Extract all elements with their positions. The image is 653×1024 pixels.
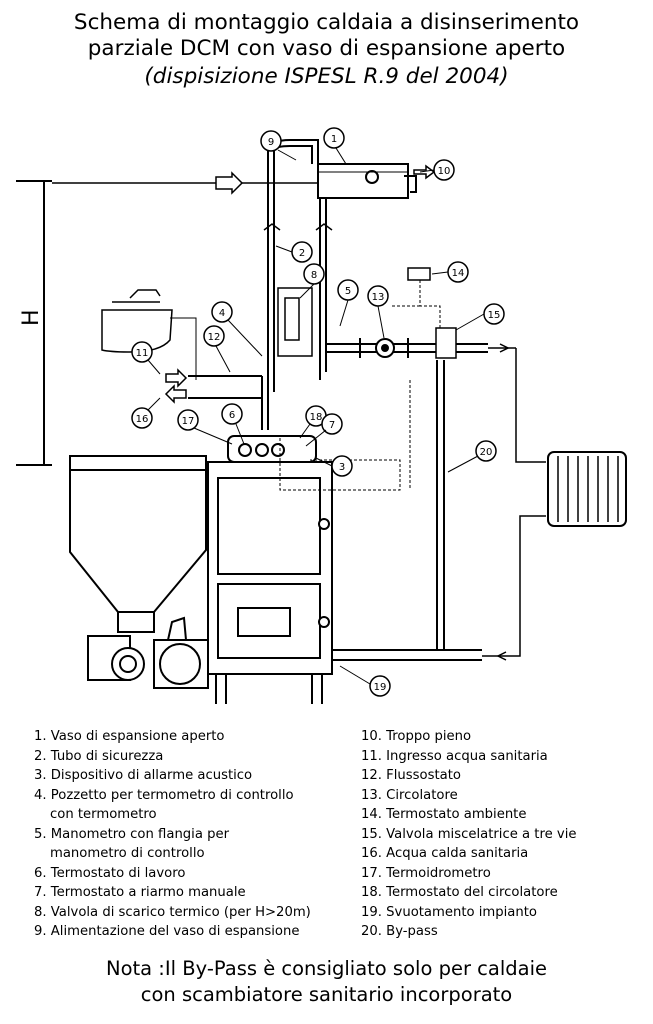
legend-item-7: 7. Termostato a riarmo manuale	[34, 885, 246, 900]
radiator	[547, 451, 627, 527]
legend-item-18: 18. Termostato del circolatore	[361, 885, 558, 900]
callout-17: 17	[182, 416, 195, 427]
callout-18: 18	[310, 412, 323, 423]
callout-14: 14	[452, 268, 465, 279]
callout-1: 1	[331, 134, 337, 145]
legend-item-12: 12. Flussostato	[361, 768, 461, 783]
legend-item-1: 1. Vaso di espansione aperto	[34, 729, 225, 744]
legend-item-15: 15. Valvola miscelatrice a tre vie	[361, 826, 577, 842]
callout-11: 11	[136, 348, 149, 359]
pellet-hopper	[69, 455, 209, 689]
legend-item-4-cont: con termometro	[50, 807, 157, 822]
callout-2: 2	[299, 248, 305, 259]
legend-item-9: 9. Alimentazione del vaso di espansione	[34, 924, 300, 939]
callout-13: 13	[372, 292, 385, 303]
callout-16: 16	[136, 414, 149, 425]
boiler	[207, 435, 333, 704]
callout-4: 4	[219, 308, 225, 319]
legend-item-14: 14. Termostato ambiente	[361, 807, 527, 822]
callout-10: 10	[438, 166, 451, 177]
callout-9: 9	[268, 137, 274, 148]
expansion-tank	[317, 163, 417, 199]
legend-item-8: 8. Valvola di scarico termico (per H>20m…	[34, 904, 311, 920]
legend-item-19: 19. Svuotamento impianto	[361, 904, 537, 920]
callout-7: 7	[329, 420, 335, 431]
diagram-subtitle: (dispisizione ISPESL R.9 del 2004)	[144, 64, 509, 89]
callout-19: 19	[374, 682, 387, 693]
legend-item-2: 2. Tubo di sicurezza	[34, 748, 164, 764]
diagram-title-line-1: Schema di montaggio caldaia a disinserim…	[73, 10, 580, 35]
legend-item-3: 3. Dispositivo di allarme acustico	[34, 768, 253, 783]
callout-8: 8	[311, 270, 317, 281]
callout-20: 20	[480, 447, 493, 458]
callout-12: 12	[208, 332, 221, 343]
legend-item-17: 17. Termoidrometro	[361, 865, 491, 881]
installation-diagram: H	[16, 127, 627, 704]
legend-item-5: 5. Manometro con flangia per	[34, 826, 230, 842]
callout-5: 5	[345, 286, 351, 297]
legend-item-10: 10. Troppo pieno	[361, 729, 472, 744]
diagram-title-line-2: parziale DCM con vaso di espansione aper…	[87, 36, 566, 61]
callout-3: 3	[339, 462, 345, 473]
legend-item-20: 20. By-pass	[361, 924, 438, 939]
legend-item-5-cont: manometro di controllo	[50, 846, 205, 861]
height-indicator	[16, 180, 52, 466]
note-line-1: Nota :Il By-Pass è consigliato solo per …	[106, 957, 547, 980]
legend-item-11: 11. Ingresso acqua sanitaria	[361, 748, 548, 764]
legend-item-13: 13. Circolatore	[361, 787, 458, 803]
legend-left-column: 1. Vaso di espansione aperto 2. Tubo di …	[34, 727, 311, 942]
legend-right-column: 10. Troppo pieno 11. Ingresso acqua sani…	[361, 727, 576, 942]
callout-15: 15	[488, 310, 501, 321]
height-label: H	[19, 309, 44, 326]
legend-item-4: 4. Pozzetto per termometro di controllo	[34, 787, 294, 803]
note-line-2: con scambiatore sanitario incorporato	[140, 983, 513, 1006]
legend-item-6: 6. Termostato di lavoro	[34, 865, 186, 881]
sink	[101, 289, 173, 353]
legend-item-16: 16. Acqua calda sanitaria	[361, 846, 529, 861]
callout-6: 6	[229, 410, 235, 421]
